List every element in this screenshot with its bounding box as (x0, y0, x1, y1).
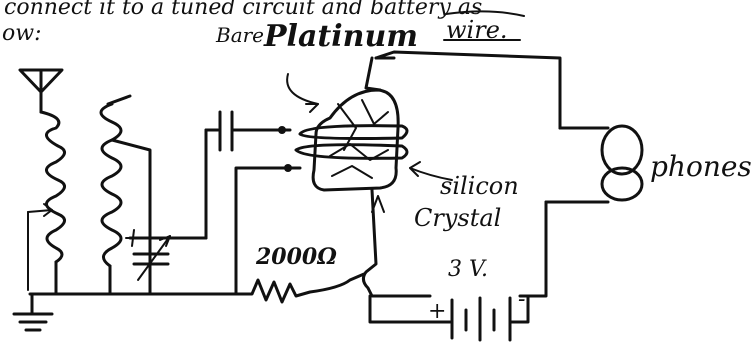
caption-line-2: ow: (2, 21, 42, 46)
resistor-symbol (238, 272, 366, 304)
phones-label: phones (650, 150, 751, 183)
battery-symbol (368, 294, 530, 342)
battery-minus-label: - (518, 287, 525, 312)
resistor-label: 2000Ω (255, 244, 337, 270)
detector-feed-wire (234, 166, 302, 296)
variable-capacitor (132, 224, 171, 296)
battery-voltage-label: 3 V. (448, 257, 488, 282)
crystal-label: Crystal (414, 204, 501, 232)
ground-symbol (12, 292, 54, 332)
platinum-label: Platinum (263, 19, 418, 54)
antenna-symbol (18, 68, 64, 114)
phones-symbol (544, 124, 644, 204)
battery-plus-label: + (428, 299, 446, 324)
crystal-battery-wire (361, 188, 432, 298)
antenna-coil (27, 110, 66, 296)
caption-line-1: connect it to a tuned circuit and batter… (4, 0, 482, 20)
coupling-capacitor (182, 110, 292, 240)
crystal-pointer (409, 167, 453, 181)
arrow-up-icon (371, 195, 385, 213)
silicon-label: silicon (440, 172, 519, 200)
bare-label: Bare (215, 23, 264, 47)
crystal-detector (286, 56, 409, 192)
